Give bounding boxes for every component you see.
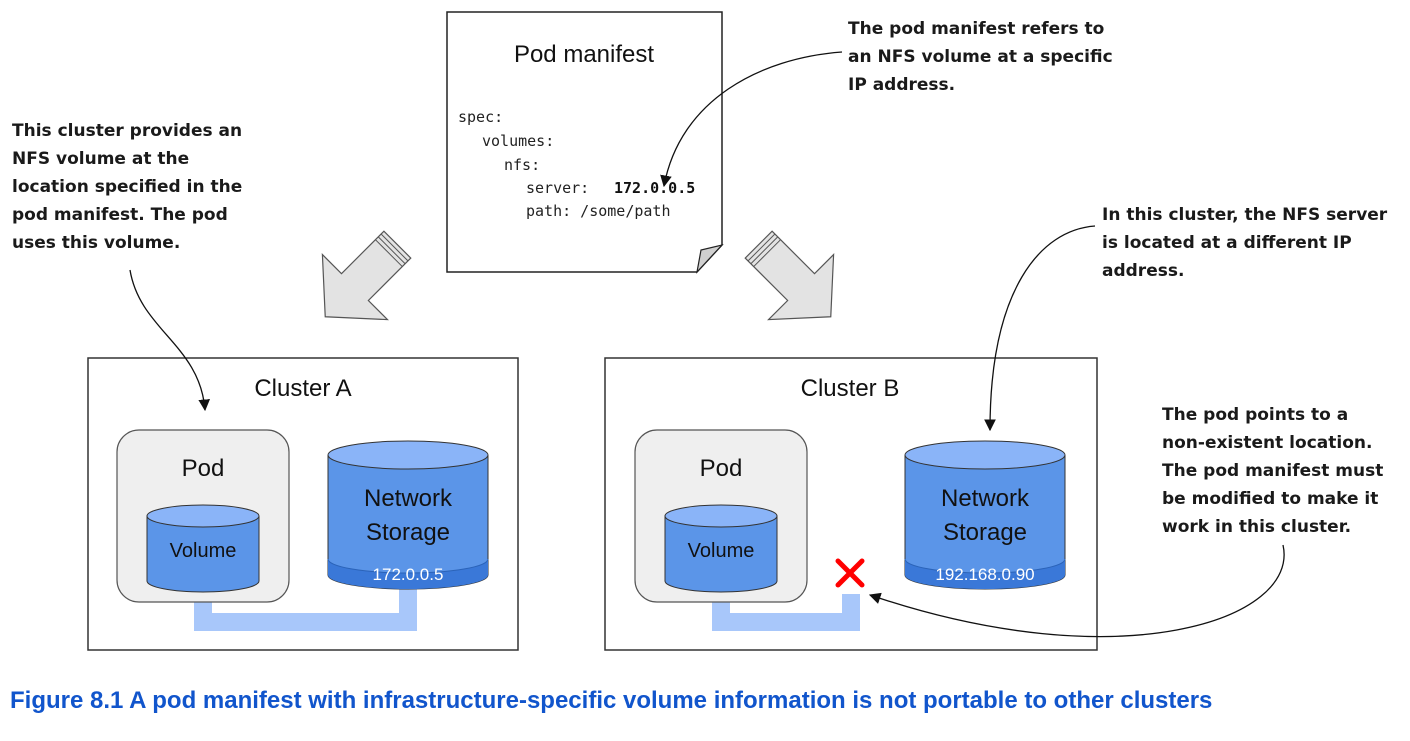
callout-right-bottom-line-2: non-existent location. <box>1162 433 1372 453</box>
cluster-b-storage-ip: 192.168.0.90 <box>935 565 1034 584</box>
cluster-b-storage-line-1: Network <box>941 485 1030 512</box>
manifest-line-nfs: nfs: <box>504 156 540 174</box>
figure-caption: Figure 8.1 A pod manifest with infrastru… <box>10 687 1212 714</box>
callout-manifest-refers: The pod manifest refers to an NFS volume… <box>848 19 1113 95</box>
cluster-a-storage-line-2: Storage <box>366 519 450 546</box>
cluster-a-storage-line-1: Network <box>364 485 453 512</box>
callout-top-right-line-3: IP address. <box>848 75 955 95</box>
cluster-a-title: Cluster A <box>254 375 351 402</box>
cluster-b-volume-cylinder: Volume <box>664 504 778 593</box>
cluster-b-pod: Pod Volume <box>634 429 808 603</box>
leader-arrow-cluster-b-server <box>984 225 1096 432</box>
cluster-a-volume-label: Volume <box>170 540 237 562</box>
leader-arrow-cluster-a <box>129 269 211 412</box>
leader-arrow-manifest <box>660 51 843 188</box>
error-x-icon <box>835 558 865 588</box>
callout-right-bottom-line-5: work in this cluster. <box>1162 517 1351 537</box>
manifest-line-spec: spec: <box>458 108 503 126</box>
cluster-a-volume-cylinder: Volume <box>146 504 260 593</box>
deploy-arrow-right <box>744 230 835 321</box>
callout-top-right-line-1: The pod manifest refers to <box>848 19 1104 39</box>
cluster-b: Cluster B Pod Volume Network Storage 192… <box>604 357 1098 651</box>
callout-left-line-5: uses this volume. <box>12 233 180 253</box>
callout-left-line-4: pod manifest. The pod <box>12 205 228 225</box>
cluster-b-network-storage: Network Storage 192.168.0.90 <box>904 440 1066 590</box>
cluster-b-storage-line-2: Storage <box>943 519 1027 546</box>
callout-nonexistent-location: The pod points to a non-existent locatio… <box>1162 405 1383 537</box>
cluster-a: Cluster A Pod Volume Network Storage 172… <box>87 357 519 651</box>
cluster-b-connector <box>712 590 860 631</box>
callout-right-bottom-line-4: be modified to make it <box>1162 489 1378 509</box>
leader-arrow-nonexistent <box>868 544 1285 638</box>
callout-left-line-1: This cluster provides an <box>12 121 242 141</box>
cluster-a-network-storage: Network Storage 172.0.0.5 <box>327 440 489 590</box>
callout-right-top-line-1: In this cluster, the NFS server <box>1102 205 1388 225</box>
callout-right-bottom-line-1: The pod points to a <box>1162 405 1348 425</box>
cluster-b-pod-label: Pod <box>700 455 743 482</box>
callout-right-bottom-line-3: The pod manifest must <box>1162 461 1383 481</box>
cluster-a-connector <box>194 585 417 631</box>
cluster-a-pod: Pod Volume <box>116 429 290 603</box>
callout-right-top-line-3: address. <box>1102 261 1184 281</box>
cluster-b-volume-label: Volume <box>688 540 755 562</box>
manifest-line-server: server: <box>526 179 589 197</box>
cluster-b-title: Cluster B <box>801 375 900 402</box>
callout-left-line-2: NFS volume at the <box>12 149 189 169</box>
callout-right-top-line-2: is located at a different IP <box>1102 233 1352 253</box>
cluster-a-pod-label: Pod <box>182 455 225 482</box>
callout-top-right-line-2: an NFS volume at a specific <box>848 47 1113 67</box>
manifest-title: Pod manifest <box>514 41 654 68</box>
callout-left-line-3: location specified in the <box>12 177 242 197</box>
cluster-a-storage-ip: 172.0.0.5 <box>373 565 444 584</box>
deploy-arrow-left <box>321 230 412 321</box>
manifest-line-volumes: volumes: <box>482 132 554 150</box>
callout-cluster-a: This cluster provides an NFS volume at t… <box>12 121 242 253</box>
callout-cluster-b-server: In this cluster, the NFS server is locat… <box>1102 205 1388 281</box>
pod-manifest-document: Pod manifest spec: volumes: nfs: server:… <box>446 11 724 274</box>
manifest-line-path: path: /some/path <box>526 202 671 220</box>
manifest-server-ip: 172.0.0.5 <box>614 179 695 197</box>
